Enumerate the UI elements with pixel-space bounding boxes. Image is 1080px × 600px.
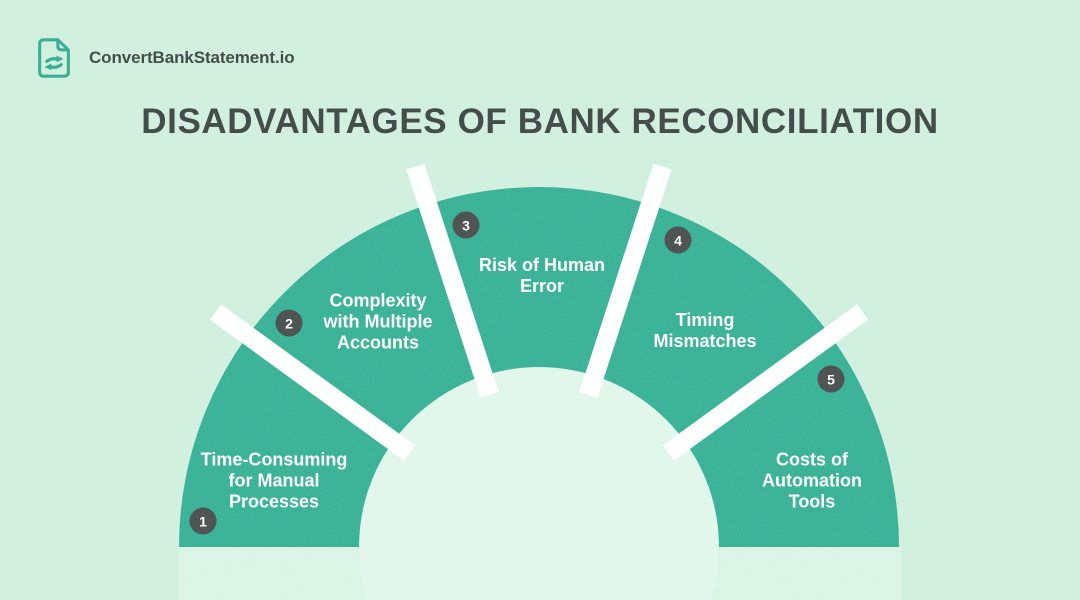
segment-label-1: Time-Consuming for Manual Processes — [200, 449, 348, 512]
segment-number-badge-1: 1 — [189, 507, 217, 535]
segment-number-badge-5: 5 — [817, 365, 845, 393]
segment-label-4: Timing Mismatches — [653, 310, 757, 351]
segment-number-badge-3: 3 — [452, 211, 480, 239]
segment-label-5: Costs of Automation Tools — [762, 449, 862, 512]
segment-number-badge-2: 2 — [275, 309, 303, 337]
segment-number-badge-4: 4 — [664, 226, 692, 254]
segment-label-3: Risk of Human Error — [478, 255, 606, 296]
